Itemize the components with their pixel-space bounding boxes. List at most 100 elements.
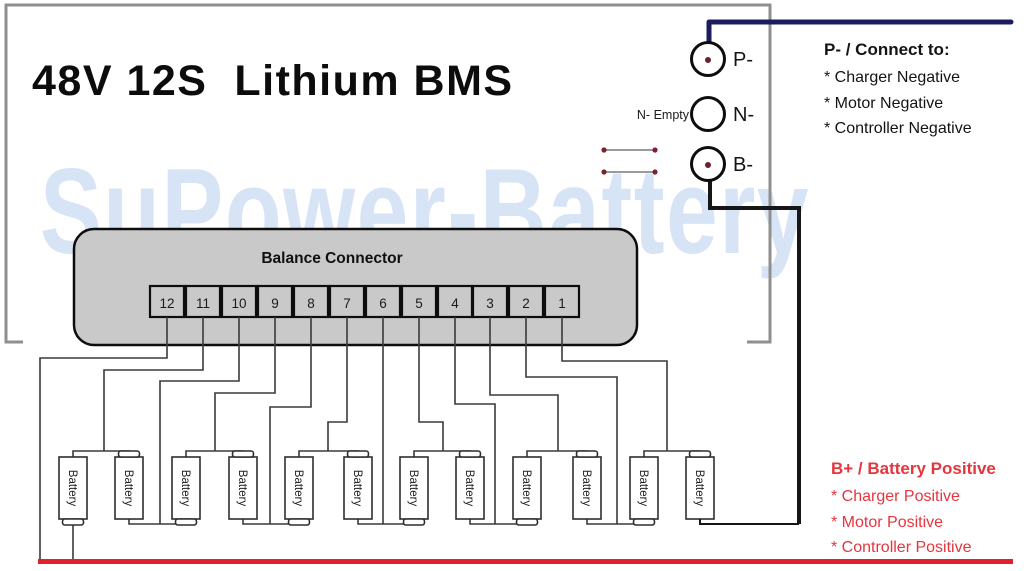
pin-label-9: 9 [271,296,279,311]
pin-cell-4 [436,284,474,319]
battery-body [629,456,659,520]
b-minus-label: B- [733,154,753,176]
balance-wire-12 [39,317,168,559]
battery-label: Battery [463,470,475,507]
battery-label: Battery [407,470,419,507]
battery-body [228,456,258,520]
pin-label-11: 11 [196,296,210,311]
pin-label-4: 4 [451,296,459,311]
battery-terminal-cap [458,450,482,458]
battery-6: Battery [343,450,373,520]
jumper-pad-dot [652,169,658,175]
balance-connector-title: Balance Connector [261,250,402,267]
battery-terminal-cap [515,518,539,526]
pin-cell-9 [256,284,294,319]
battery-label: Battery [520,470,532,507]
battery-1: Battery [58,456,88,526]
balance-wire-8 [269,317,312,524]
battery-terminal-cap [575,450,599,458]
p-minus-notes: P- / Connect to: * Charger Negative * Mo… [824,40,972,142]
pin-label-6: 6 [379,296,387,311]
battery-body [455,456,485,520]
terminal-b-minus: B- [690,146,753,182]
pin-cell-10 [220,284,258,319]
b-minus-wire [708,166,801,524]
battery-label: Battery [580,470,592,507]
pin-label-5: 5 [415,296,423,311]
p-minus-solder-dot [705,57,711,63]
pin-label-3: 3 [486,296,494,311]
jumper-pad-dot [601,147,607,153]
n-minus-empty-note: N- Empty [637,108,690,122]
jumper-pad-dot [652,147,658,153]
battery-terminal-cap [61,518,85,526]
p-minus-notes-heading: P- / Connect to: [824,40,950,59]
balance-connector: Balance Connector 12 11 10 9 8 7 6 5 4 3 2 1 [72,227,639,347]
balance-wire-2 [525,317,618,524]
battery-terminal-cap [231,450,255,458]
pin-label-2: 2 [522,296,530,311]
b-plus-note-item: * Controller Positive [831,539,972,556]
balance-wire-9 [214,317,276,451]
battery-label: Battery [637,470,649,507]
balance-wire-5 [418,317,444,451]
pin-label-8: 8 [307,296,315,311]
balance-wire-3 [489,317,559,451]
b-plus-note-item: * Motor Positive [831,513,944,531]
pin-label-1: 1 [558,296,566,311]
battery-7: Battery [399,456,429,526]
balance-wire-7 [327,317,348,451]
battery-12: Battery [685,450,715,520]
battery-2: Battery [114,450,144,520]
battery-4: Battery [228,450,258,520]
battery-terminal-cap [287,518,311,526]
battery-body [399,456,429,520]
b-plus-notes: B+ / Battery Positive * Charger Positive… [831,459,996,561]
balance-wire-4 [454,317,496,524]
battery-body [572,456,602,520]
n-minus-pad [690,96,726,132]
balance-wire-10 [159,317,240,524]
battery-bank: Battery Battery Battery Battery Battery Batte… [58,450,715,526]
battery-terminal-cap [117,450,141,458]
battery-label: Battery [236,470,248,507]
page-title: 48V 12S Lithium BMS [32,57,514,105]
battery-series-wires [72,450,701,559]
p-minus-label: P- [733,49,753,71]
b-plus-note-item: * Charger Positive [831,488,960,505]
battery-label: Battery [693,470,705,507]
battery-5: Battery [284,456,314,526]
battery-9: Battery [512,456,542,526]
jumper-pad-dot [601,169,607,175]
pin-cell-2 [507,284,545,319]
battery-3: Battery [171,456,201,526]
battery-body [512,456,542,520]
battery-terminal-cap [174,518,198,526]
balance-wire-11 [103,317,204,451]
balance-sense-wires [39,317,668,559]
battery-label: Battery [66,470,78,507]
battery-terminal-cap [402,518,426,526]
pin-label-7: 7 [343,296,351,311]
balance-pin-row: 12 11 10 9 8 7 6 5 4 3 2 1 [148,284,581,319]
pin-label-10: 10 [231,296,246,311]
battery-11: Battery [629,456,659,526]
battery-terminal-cap [688,450,712,458]
jumper-pads [601,147,658,175]
battery-label: Battery [122,470,134,507]
battery-terminal-cap [346,450,370,458]
p-minus-note-item: * Controller Negative [824,120,972,137]
pack-negative-lead [699,519,799,525]
battery-8: Battery [455,450,485,520]
n-minus-label: N- [733,104,754,126]
balance-wire-1 [561,317,668,451]
battery-terminal-cap [632,518,656,526]
battery-10: Battery [572,450,602,520]
pin-label-12: 12 [159,296,174,311]
pin-cell-11 [184,284,222,319]
b-plus-notes-heading: B+ / Battery Positive [831,459,996,478]
b-minus-solder-dot [705,162,711,168]
battery-label: Battery [292,470,304,507]
